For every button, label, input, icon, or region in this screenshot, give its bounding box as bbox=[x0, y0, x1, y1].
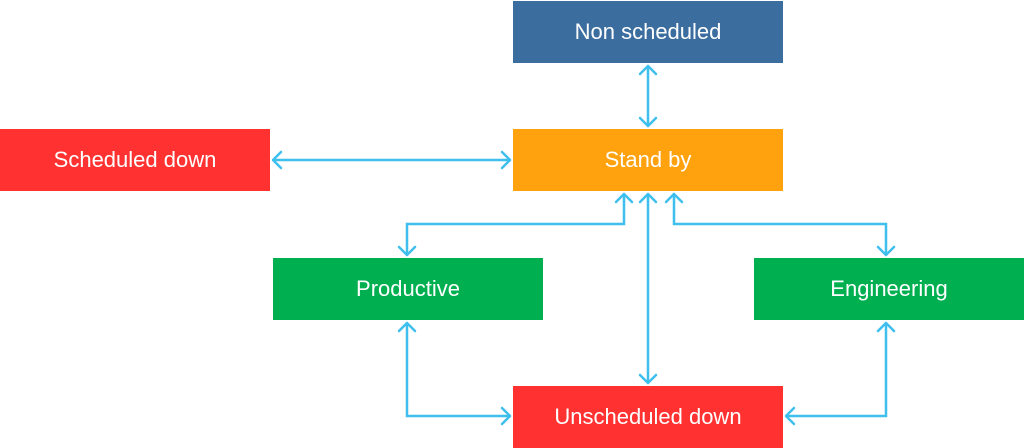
node-productive: Productive bbox=[273, 258, 543, 320]
connector-stand-by-to-unscheduled-down bbox=[638, 192, 658, 385]
node-engineering: Engineering bbox=[754, 258, 1024, 320]
arrowhead-icon bbox=[397, 321, 417, 333]
arrowhead-icon bbox=[638, 64, 658, 76]
connector-line bbox=[786, 323, 888, 418]
node-non-scheduled: Non scheduled bbox=[513, 1, 783, 63]
arrowhead-icon bbox=[500, 150, 512, 170]
connector-non-scheduled-to-stand-by bbox=[638, 64, 658, 128]
arrowhead-icon bbox=[784, 406, 796, 426]
arrowhead-icon bbox=[664, 192, 684, 204]
connector-line bbox=[672, 194, 888, 255]
connector-stand-by-to-engineering bbox=[664, 192, 896, 257]
connector-engineering-to-unscheduled-down bbox=[784, 321, 896, 426]
node-scheduled-down: Scheduled down bbox=[0, 129, 270, 191]
connector-scheduled-down-to-stand-by bbox=[271, 150, 512, 170]
arrowhead-icon bbox=[397, 245, 417, 257]
connector-line bbox=[405, 194, 626, 255]
arrowhead-icon bbox=[638, 373, 658, 385]
node-unscheduled-down: Unscheduled down bbox=[513, 386, 783, 448]
connector-line bbox=[405, 323, 510, 418]
arrowhead-icon bbox=[638, 192, 658, 204]
connector-stand-by-to-productive bbox=[397, 192, 634, 257]
arrowhead-icon bbox=[271, 150, 283, 170]
arrowhead-icon bbox=[638, 116, 658, 128]
arrowhead-icon bbox=[876, 245, 896, 257]
connector-productive-to-unscheduled-down bbox=[397, 321, 512, 426]
arrowhead-icon bbox=[500, 406, 512, 426]
arrowhead-icon bbox=[876, 321, 896, 333]
node-stand-by: Stand by bbox=[513, 129, 783, 191]
arrowhead-icon bbox=[614, 192, 634, 204]
